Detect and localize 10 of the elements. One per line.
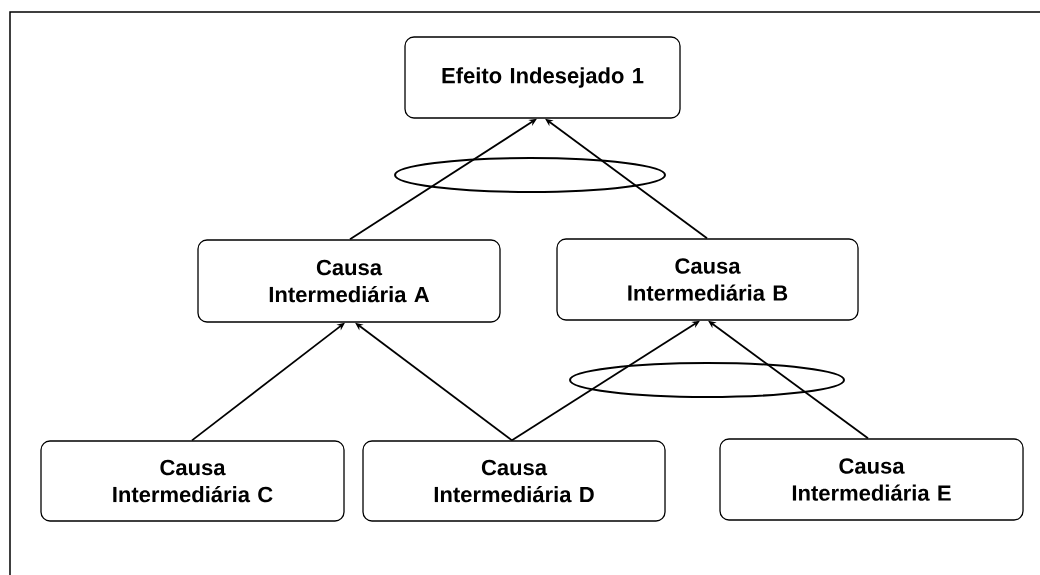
arrow — [511, 320, 700, 442]
cause-box: Causa Intermediária C — [40, 440, 345, 522]
cause-box: Causa Intermediária A — [197, 239, 501, 323]
arrow — [545, 118, 708, 240]
cause-box: Causa Intermediária D — [362, 440, 666, 522]
cause-box: Causa Intermediária B — [556, 238, 859, 321]
arrow — [349, 118, 537, 241]
cause-box: Causa Intermediária E — [719, 438, 1024, 521]
cause-box: Efeito Indesejado 1 — [404, 36, 681, 119]
arrow — [708, 320, 869, 440]
